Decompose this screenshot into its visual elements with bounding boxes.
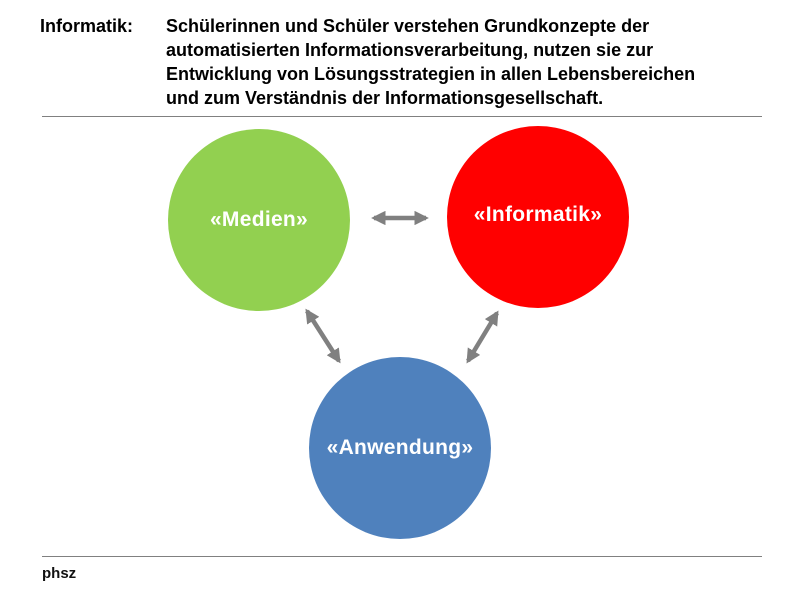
node-medien: «Medien»: [168, 129, 350, 311]
arrow-informatik-anwendung-icon: [466, 310, 499, 364]
top-divider: [42, 116, 762, 117]
node-medien-label: «Medien»: [209, 208, 309, 231]
arrow-medien-anwendung-icon: [305, 308, 341, 364]
subject-label: Informatik:: [40, 16, 134, 36]
subject-description: Schülerinnen und Schüler verstehen Grund…: [166, 16, 696, 108]
node-informatik: «Informatik»: [447, 126, 629, 308]
node-anwendung: «Anwendung»: [309, 357, 491, 539]
phsz-logo: phsz: [42, 565, 77, 582]
node-anwendung-label: «Anwendung»: [326, 436, 474, 459]
bottom-divider: [42, 556, 762, 557]
node-informatik-label: «Informatik»: [473, 203, 603, 226]
